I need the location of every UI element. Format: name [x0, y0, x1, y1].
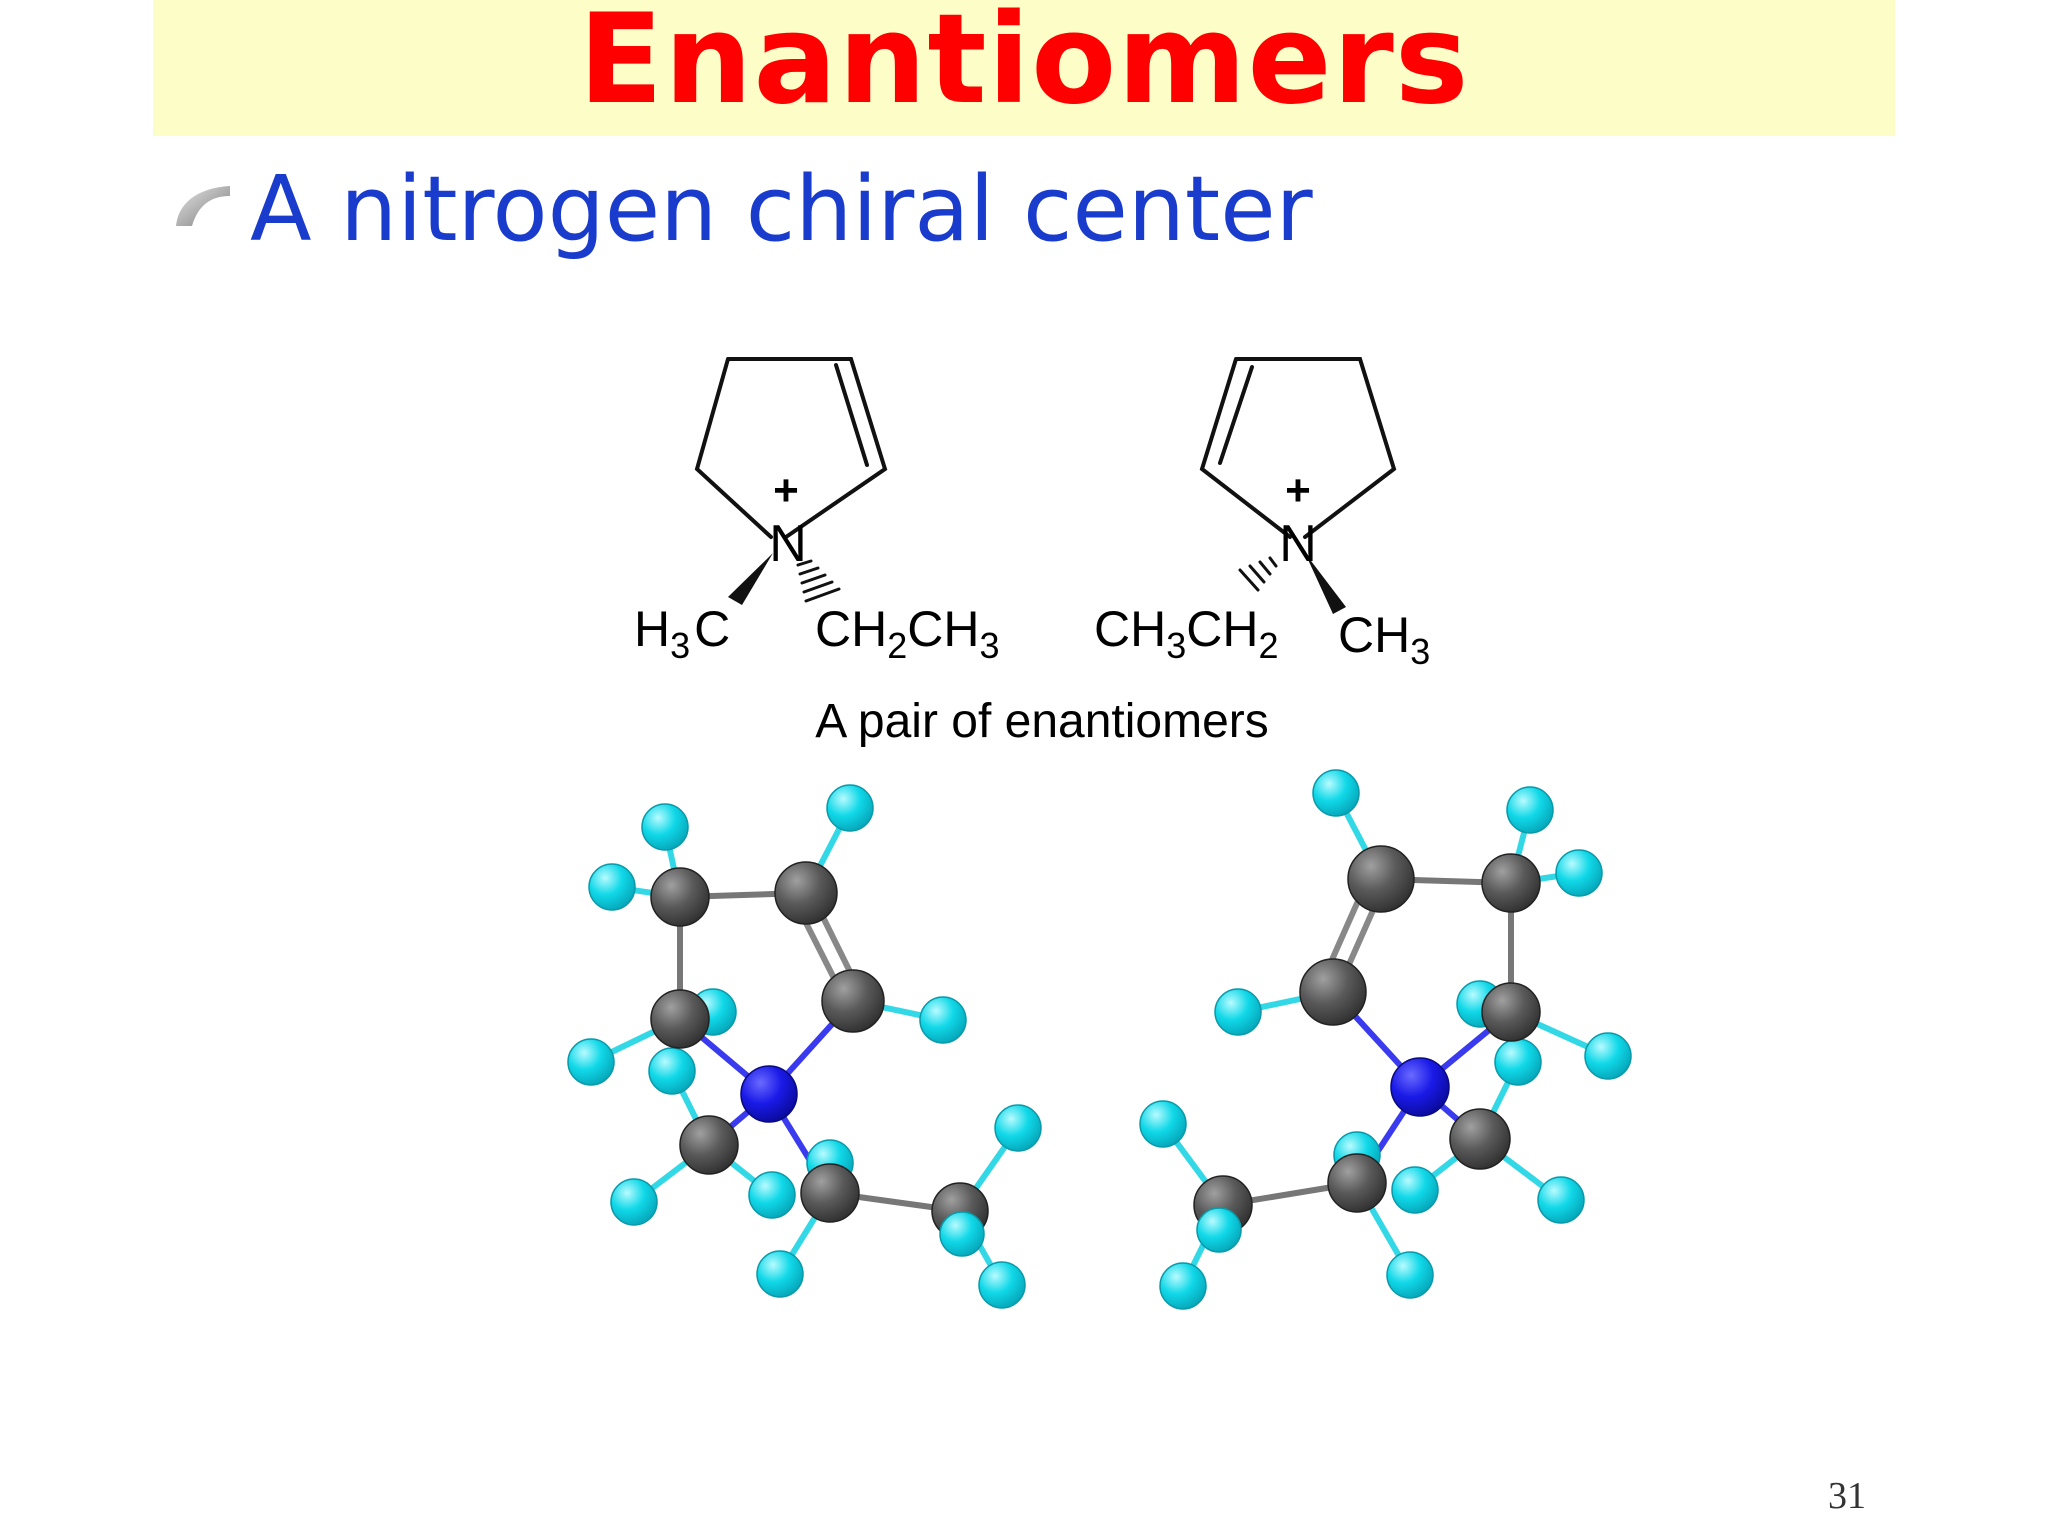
left-ethyl-label: CH2CH3 [815, 601, 1000, 666]
right-methyl-label: CH3 [1338, 607, 1430, 672]
brush-stroke-bullet-icon [176, 186, 230, 226]
left-skeletal-structure [694, 357, 888, 605]
right-skeletal-structure [1199, 357, 1397, 614]
left-ball-and-stick-model [567, 784, 1042, 1309]
right-ball-and-stick-model [1139, 769, 1632, 1310]
slide-title: Enantiomers [578, 0, 1470, 132]
bullet-text: A nitrogen chiral center [250, 157, 1313, 262]
title-bar: Enantiomers [153, 0, 1895, 136]
left-methyl-label: H3C [634, 601, 730, 666]
right-ethyl-label: CH3CH2 [1094, 601, 1279, 666]
right-nitrogen-label: N [1279, 515, 1317, 573]
page-number: 31 [1828, 1475, 1866, 1517]
figure-caption: A pair of enantiomers [815, 695, 1269, 748]
left-charge: + [773, 466, 799, 515]
left-nitrogen-label: N [769, 515, 807, 573]
right-charge: + [1285, 466, 1311, 515]
